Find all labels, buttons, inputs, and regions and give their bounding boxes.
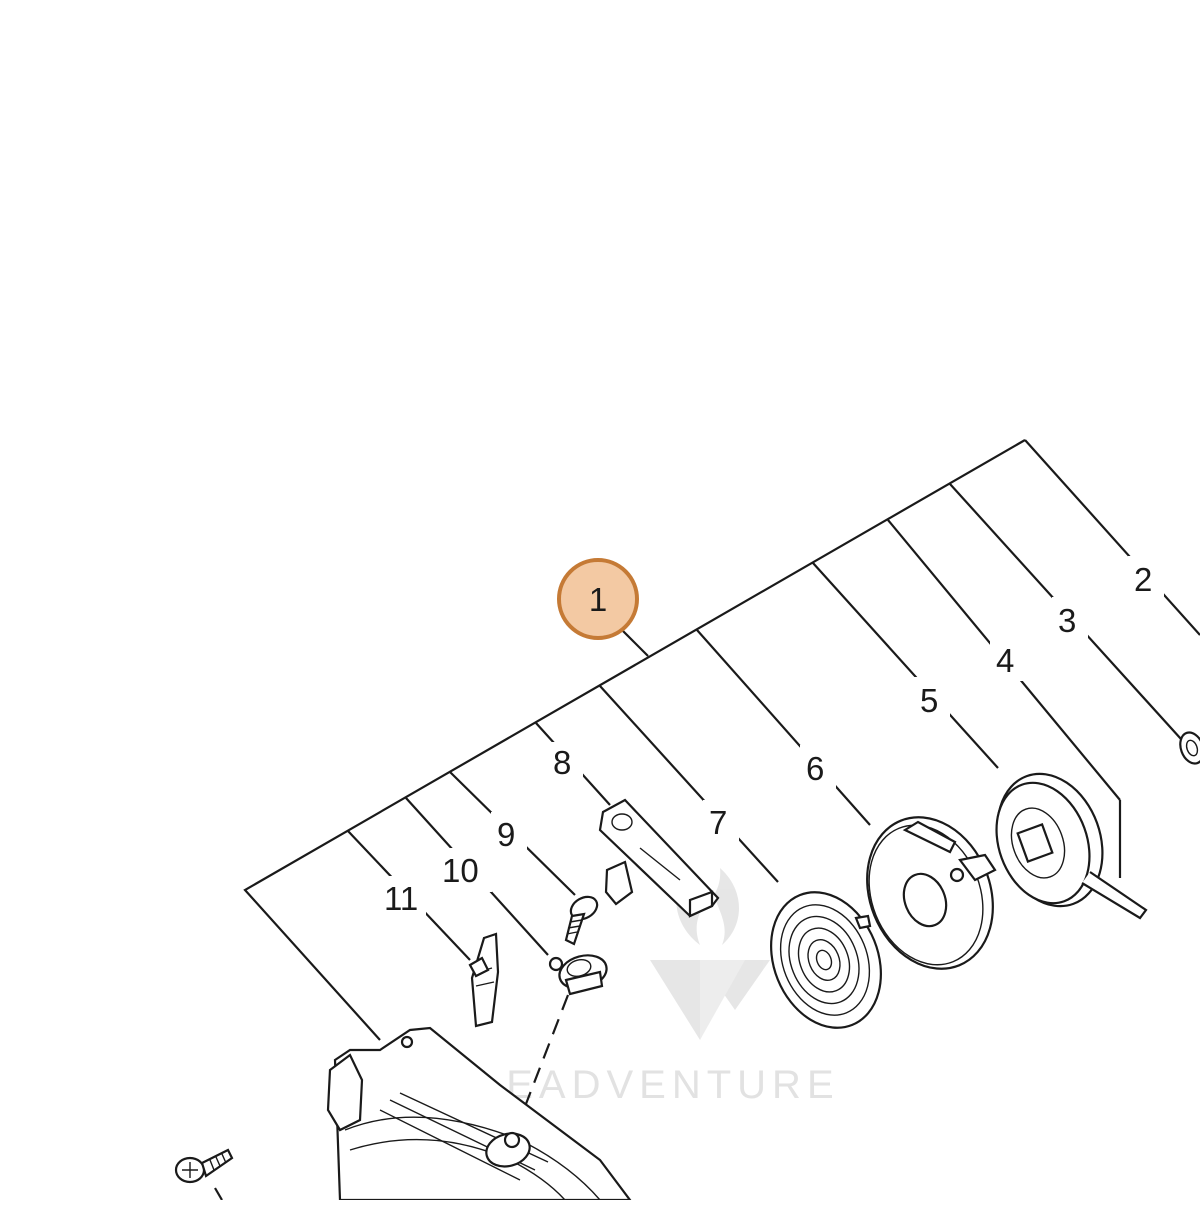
part-fan-housing: [326, 1026, 633, 1202]
callout-9: 9: [497, 816, 515, 853]
callout-1: 1: [589, 581, 607, 618]
part-pawl-clip: [468, 932, 500, 1028]
callout-1-highlight[interactable]: 1: [557, 558, 639, 640]
callout-7: 7: [709, 804, 727, 841]
callout-5: 5: [920, 682, 938, 719]
bracket-lines: [243, 439, 1200, 1041]
label-gaps: [380, 556, 1164, 920]
part-recoil-spring: [770, 891, 882, 1029]
part-bushing: [548, 954, 608, 996]
watermark-text: LEADVENTURE: [478, 1063, 840, 1107]
callout-4: 4: [996, 642, 1014, 679]
callout-10: 10: [442, 852, 479, 889]
part-washer: [1179, 731, 1200, 765]
callout-6: 6: [806, 750, 824, 787]
part-screw: [564, 895, 599, 946]
part-starter-handle: [598, 798, 720, 918]
callout-3: 3: [1058, 602, 1076, 639]
callout-8: 8: [553, 744, 571, 781]
part-ratchet-plate: [866, 816, 997, 970]
part-housing-screw: [174, 1148, 234, 1201]
callout-11: 11: [384, 880, 418, 917]
part-rope-pulley: [995, 772, 1148, 920]
callout-2: 2: [1134, 561, 1152, 598]
